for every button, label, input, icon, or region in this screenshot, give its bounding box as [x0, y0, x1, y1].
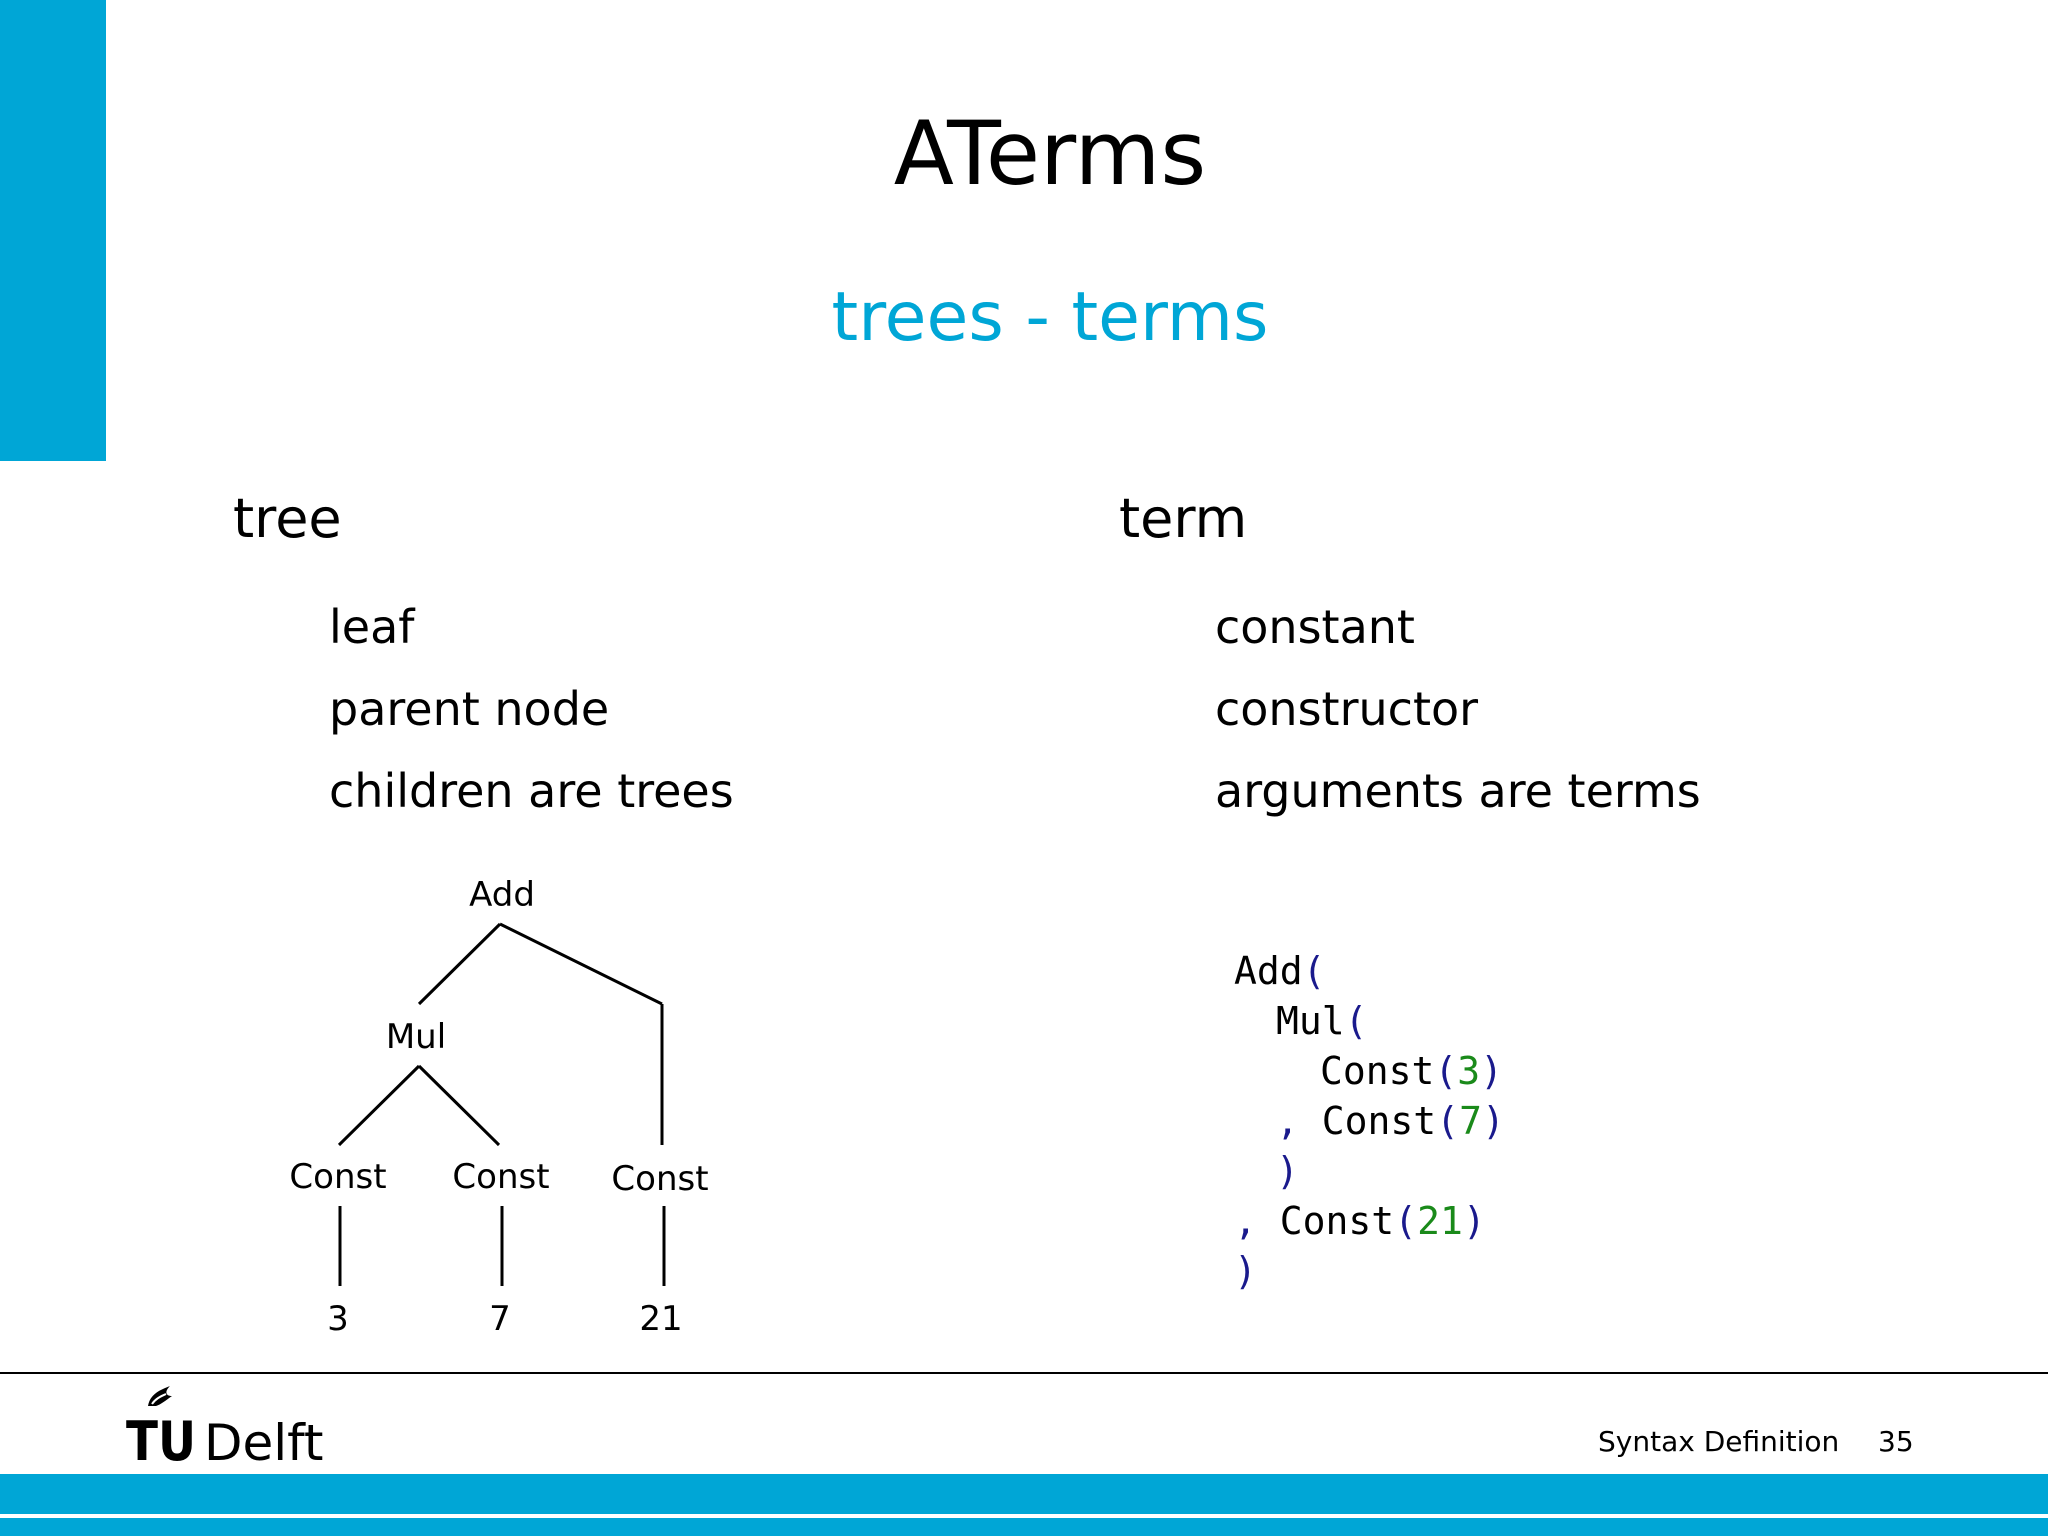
node-const-a: Const [289, 1157, 386, 1197]
logo-tu: TU [126, 1410, 196, 1464]
code-line-7: ) [1234, 1252, 1257, 1290]
left-bullet-2: parent node [329, 682, 610, 736]
code-line-1: Add( [1234, 952, 1326, 990]
code-number: 7 [1459, 1099, 1482, 1143]
code-number: 21 [1417, 1199, 1463, 1243]
code-mul: Mul [1276, 999, 1345, 1043]
right-column-heading: term [1119, 487, 1248, 550]
footer-course-title: Syntax Definition [1598, 1425, 1840, 1458]
code-line-6: , Const(21) [1234, 1202, 1486, 1240]
code-paren: ( [1436, 1099, 1460, 1143]
left-column-heading: tree [233, 487, 342, 550]
code-const: Const [1321, 1099, 1437, 1143]
slide-title: ATerms [893, 102, 1207, 205]
node-const-c: Const [611, 1159, 708, 1199]
code-paren: ) [1276, 1149, 1299, 1193]
code-number: 3 [1457, 1049, 1481, 1093]
code-add: Add [1234, 949, 1303, 993]
code-paren: ) [1234, 1249, 1257, 1293]
node-add: Add [469, 875, 535, 915]
tu-delft-logo: TU Delft [126, 1386, 323, 1464]
accent-bar-bottom [0, 1474, 2048, 1514]
flame-icon [148, 1386, 172, 1406]
code-comma: , [1276, 1099, 1299, 1143]
leaf-21: 21 [639, 1299, 682, 1339]
code-const: Const [1320, 1049, 1435, 1093]
code-line-2: Mul( [1276, 1002, 1368, 1040]
node-mul: Mul [386, 1017, 446, 1057]
code-paren: ) [1462, 1199, 1486, 1243]
left-bullet-3: children are trees [329, 764, 734, 818]
edge-add-mul [417, 922, 502, 1006]
code-paren: ( [1344, 999, 1368, 1043]
left-bullet-1: leaf [329, 600, 415, 654]
node-const-b: Const [452, 1157, 549, 1197]
code-comma: , [1234, 1199, 1257, 1243]
code-paren: ( [1394, 1199, 1418, 1243]
code-line-5: ) [1276, 1152, 1299, 1190]
slide-subtitle: trees - terms [831, 278, 1269, 357]
right-bullet-2: constructor [1215, 682, 1479, 736]
footer-page-number: 35 [1878, 1425, 1914, 1458]
footer-rule [0, 1372, 2048, 1374]
code-line-4: , Const(7) [1276, 1102, 1505, 1140]
code-paren: ( [1434, 1049, 1458, 1093]
right-bullet-1: constant [1215, 600, 1415, 654]
code-line-3: Const(3) [1320, 1052, 1503, 1090]
leaf-3: 3 [327, 1299, 349, 1339]
code-paren: ) [1480, 1049, 1504, 1093]
edge-mul-const-b [417, 1064, 501, 1147]
edge-add-const-c [499, 922, 663, 1006]
accent-bar-bottom-thin [0, 1518, 2048, 1536]
code-paren: ) [1481, 1099, 1505, 1143]
edge-mul-const-a [337, 1064, 421, 1147]
leaf-7: 7 [489, 1299, 511, 1339]
right-bullet-3: arguments are terms [1215, 764, 1701, 818]
code-const: Const [1279, 1199, 1395, 1243]
code-paren: ( [1302, 949, 1326, 993]
logo-delft: Delft [204, 1414, 323, 1464]
accent-bar-left [0, 0, 106, 461]
